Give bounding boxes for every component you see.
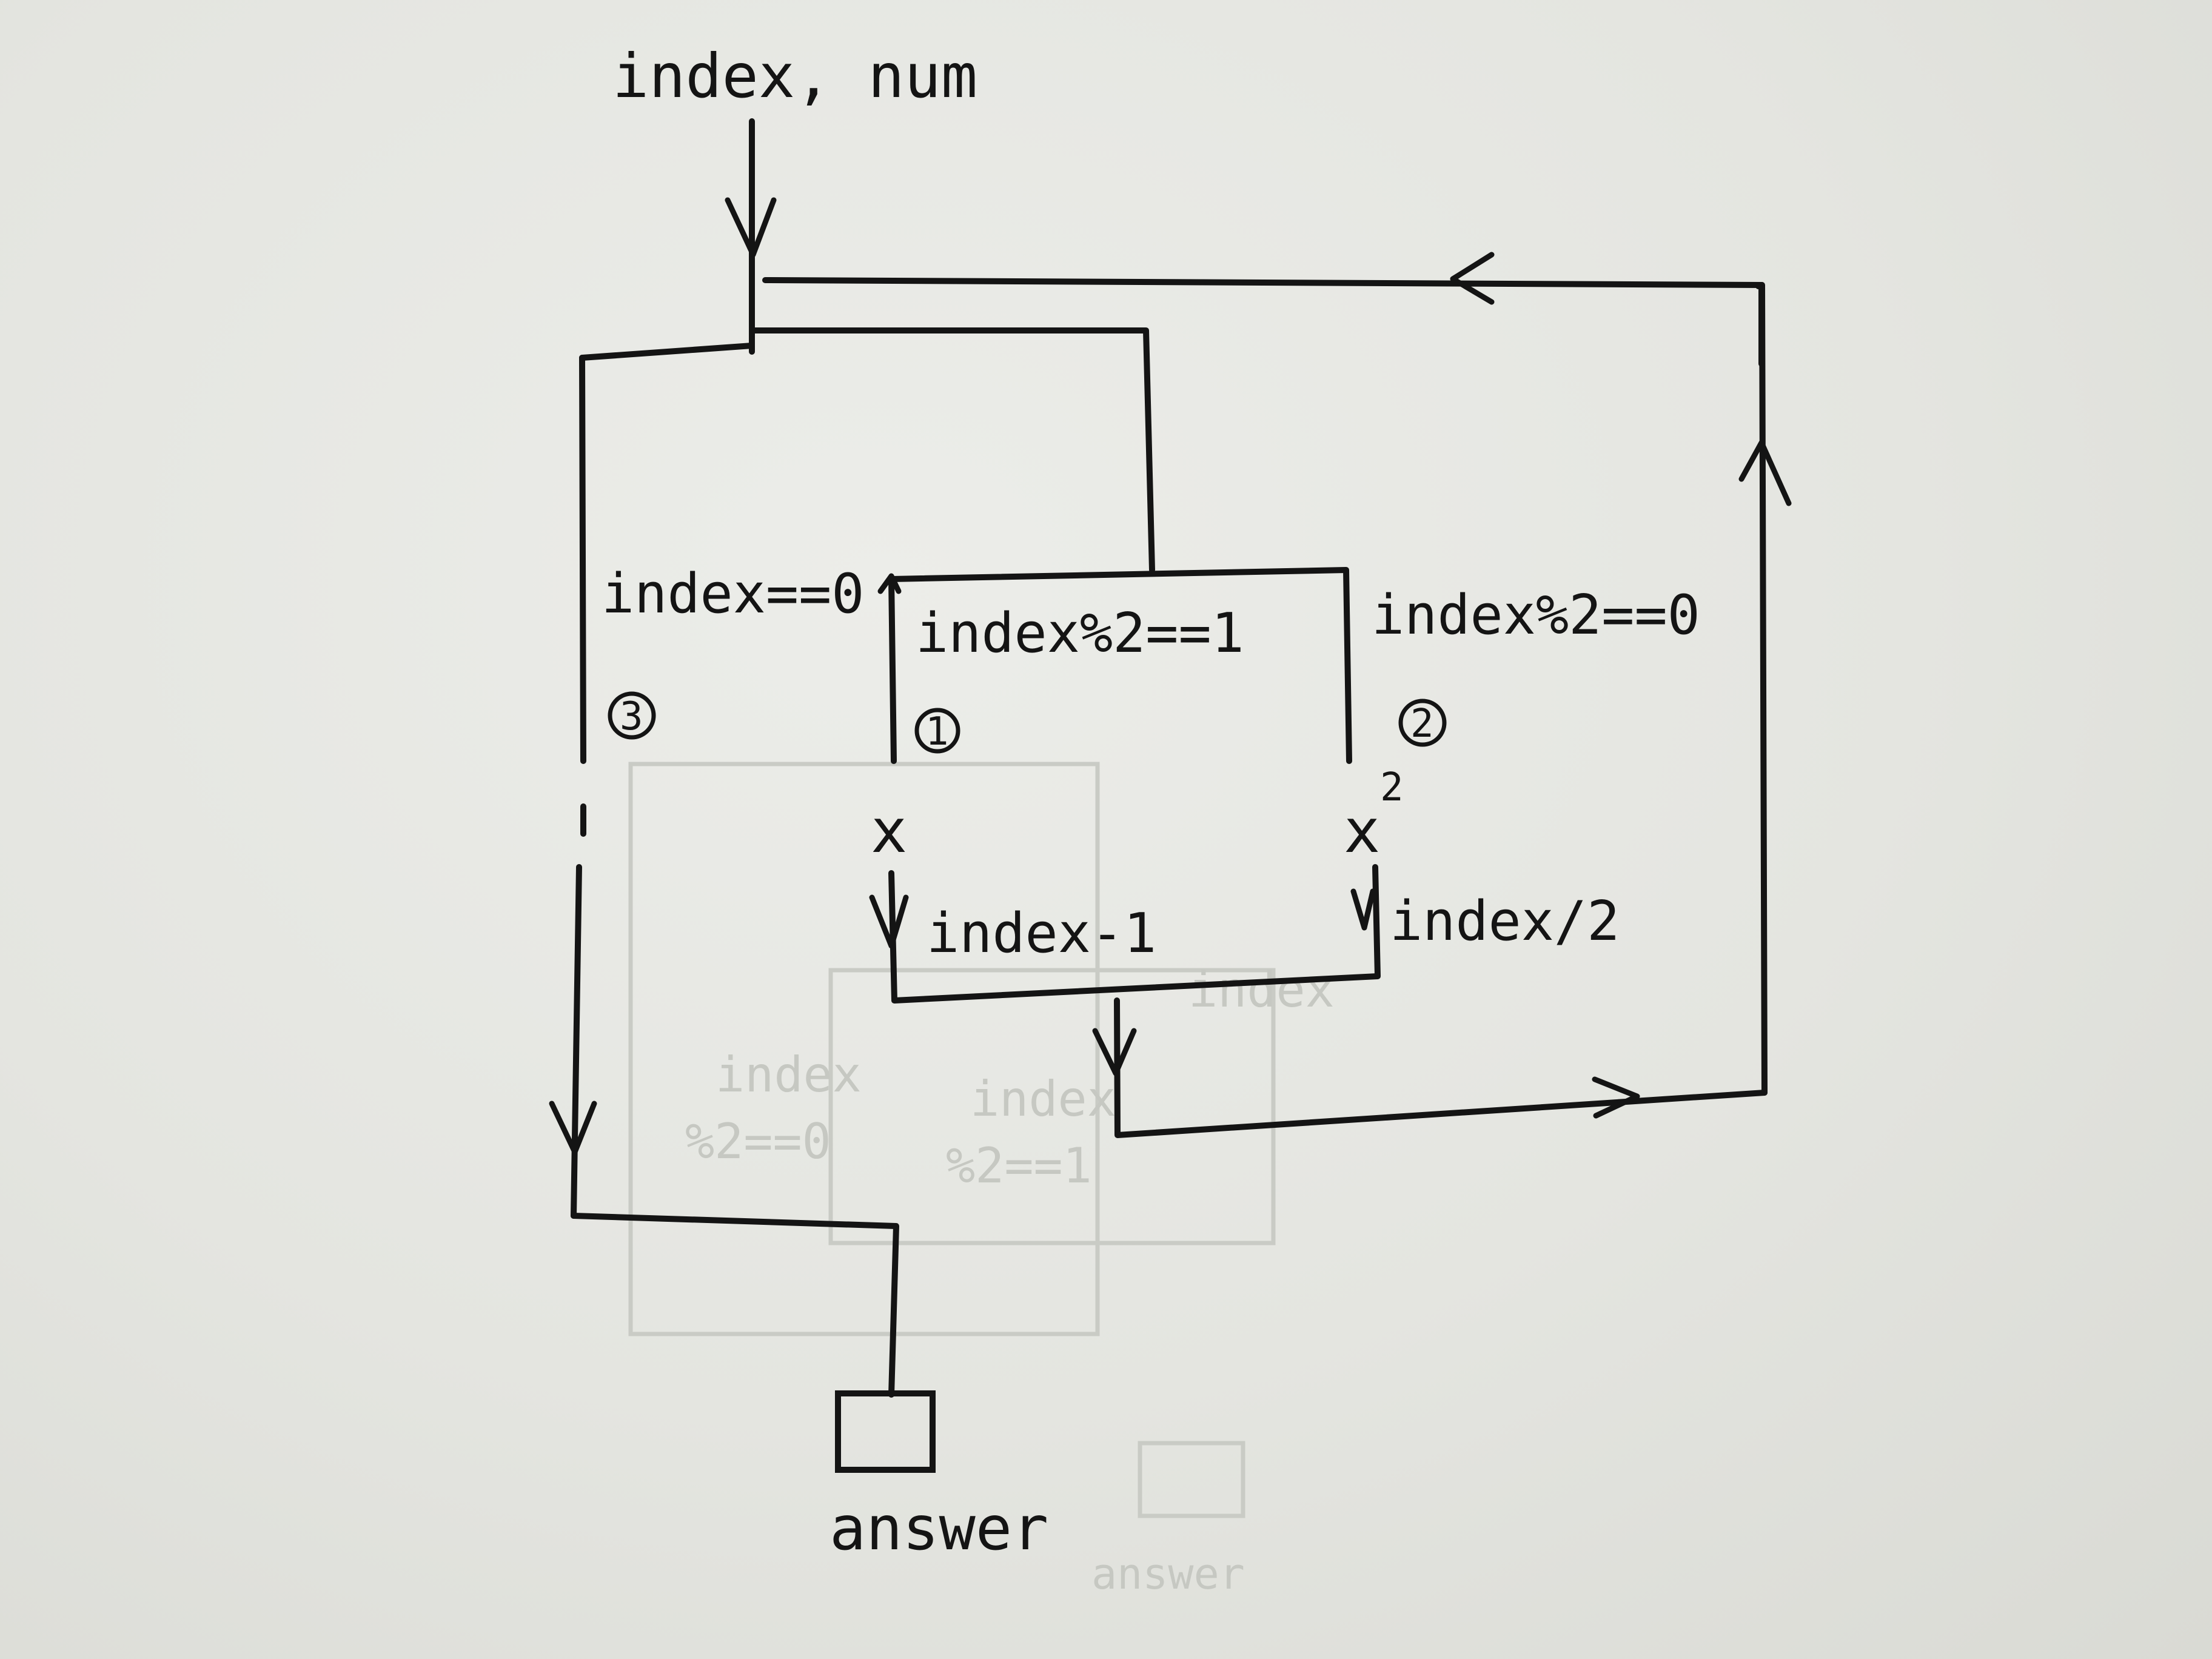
zero-branch-arrowhead	[549, 1101, 597, 1155]
ghost-text: index	[970, 1071, 1116, 1127]
zero-branch-line	[579, 355, 586, 764]
inputs-label: index, num	[612, 41, 977, 112]
ghost-text: answer	[1091, 1549, 1245, 1599]
inner-box-small-arrow	[877, 573, 902, 594]
ghost-text: %2==0	[685, 1113, 831, 1170]
even-condition: index%2==0	[1372, 583, 1700, 647]
loop-up-arrowhead	[1738, 440, 1792, 506]
split-bar-left	[579, 343, 755, 361]
zero-marker: 3	[620, 694, 643, 739]
marker-circle	[914, 708, 960, 754]
ghost-text: %2==1	[946, 1138, 1092, 1194]
input-arrowhead	[725, 197, 777, 258]
loop-right-arrowhead	[1592, 1076, 1640, 1119]
merge-arrowhead	[1092, 1028, 1137, 1076]
marker-circle	[1398, 699, 1447, 747]
even-marker: 2	[1410, 702, 1434, 746]
loop-top-line	[762, 277, 1765, 288]
loop-right-line	[1755, 282, 1768, 1096]
answer-connector	[571, 1213, 899, 1398]
split-bar-right	[749, 327, 1155, 573]
even-operation: x	[1344, 796, 1380, 866]
merge-line	[1114, 997, 1768, 1138]
even-update: index/2	[1390, 890, 1620, 953]
ghost-text: index	[716, 1047, 862, 1103]
answer-box	[835, 1390, 936, 1473]
odd-operation: x	[871, 796, 907, 866]
odd-marker: 1	[925, 709, 949, 754]
marker-circle	[608, 691, 656, 740]
even-arrowhead	[1350, 888, 1376, 931]
odd-update: index-1	[927, 902, 1156, 965]
odd-condition: index%2==1	[916, 602, 1244, 665]
inner-box-top	[888, 567, 1352, 764]
loop-left-arrowhead	[1450, 252, 1495, 305]
odd-arrowhead	[869, 894, 909, 949]
ghost-text: index	[1188, 962, 1335, 1018]
even-operation-superscript: 2	[1380, 765, 1404, 810]
bleed-through: index %2==0 index %2==1 index answer	[628, 762, 1335, 1599]
answer-label: answer	[830, 1493, 1048, 1564]
zero-branch-lower	[571, 864, 582, 1219]
zero-condition: index==0	[602, 562, 864, 626]
